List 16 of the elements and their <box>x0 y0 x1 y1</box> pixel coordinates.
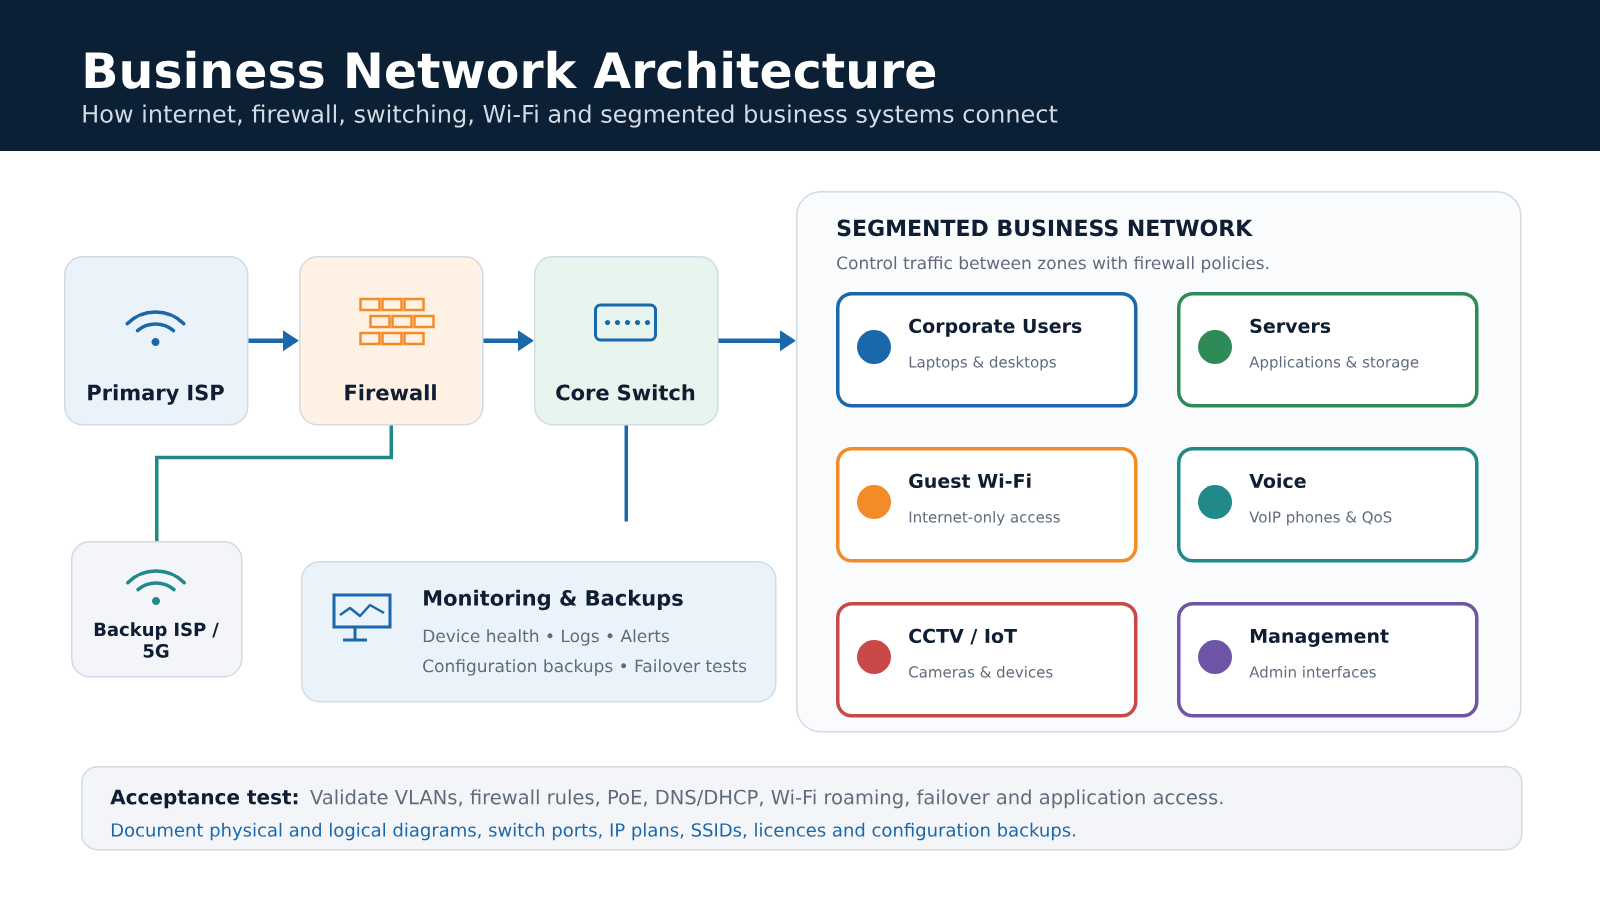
device-box: Firewall <box>299 256 484 426</box>
connector-line <box>155 425 393 541</box>
segment-box: Servers Applications & storage <box>1177 292 1479 408</box>
device-box: Core Switch <box>534 256 719 426</box>
segment-box: Voice VoIP phones & QoS <box>1177 447 1479 563</box>
title: Business Network Architecture <box>85 50 936 89</box>
segment-box: CCTV / IoT Cameras & devices <box>836 602 1138 718</box>
segment-box: Guest Wi-Fi Internet-only access <box>836 447 1138 563</box>
subtitle: How internet, firewall, switching, Wi-Fi and segmented business systems connect <box>83 104 1058 128</box>
note-box: Acceptance test: Validate VLANs, firewall rules, PoE, DNS/DHCP, Wi-Fi roaming, failover and application access. Document physical and logical diagrams, switch ports, IP plans, SSIDs, licences and configuration backups. <box>81 766 1523 851</box>
segment-box: Management Admin interfaces <box>1177 602 1479 718</box>
device-box: Backup ISP / 5G <box>71 541 243 678</box>
info-box: Monitoring & Backups Device health • Logs • Alerts Configuration backups • Failover tests <box>301 561 777 703</box>
connector-line <box>624 425 628 522</box>
device-box: Primary ISP <box>64 256 249 426</box>
segment-box: Corporate Users Laptops & desktops <box>836 292 1138 408</box>
